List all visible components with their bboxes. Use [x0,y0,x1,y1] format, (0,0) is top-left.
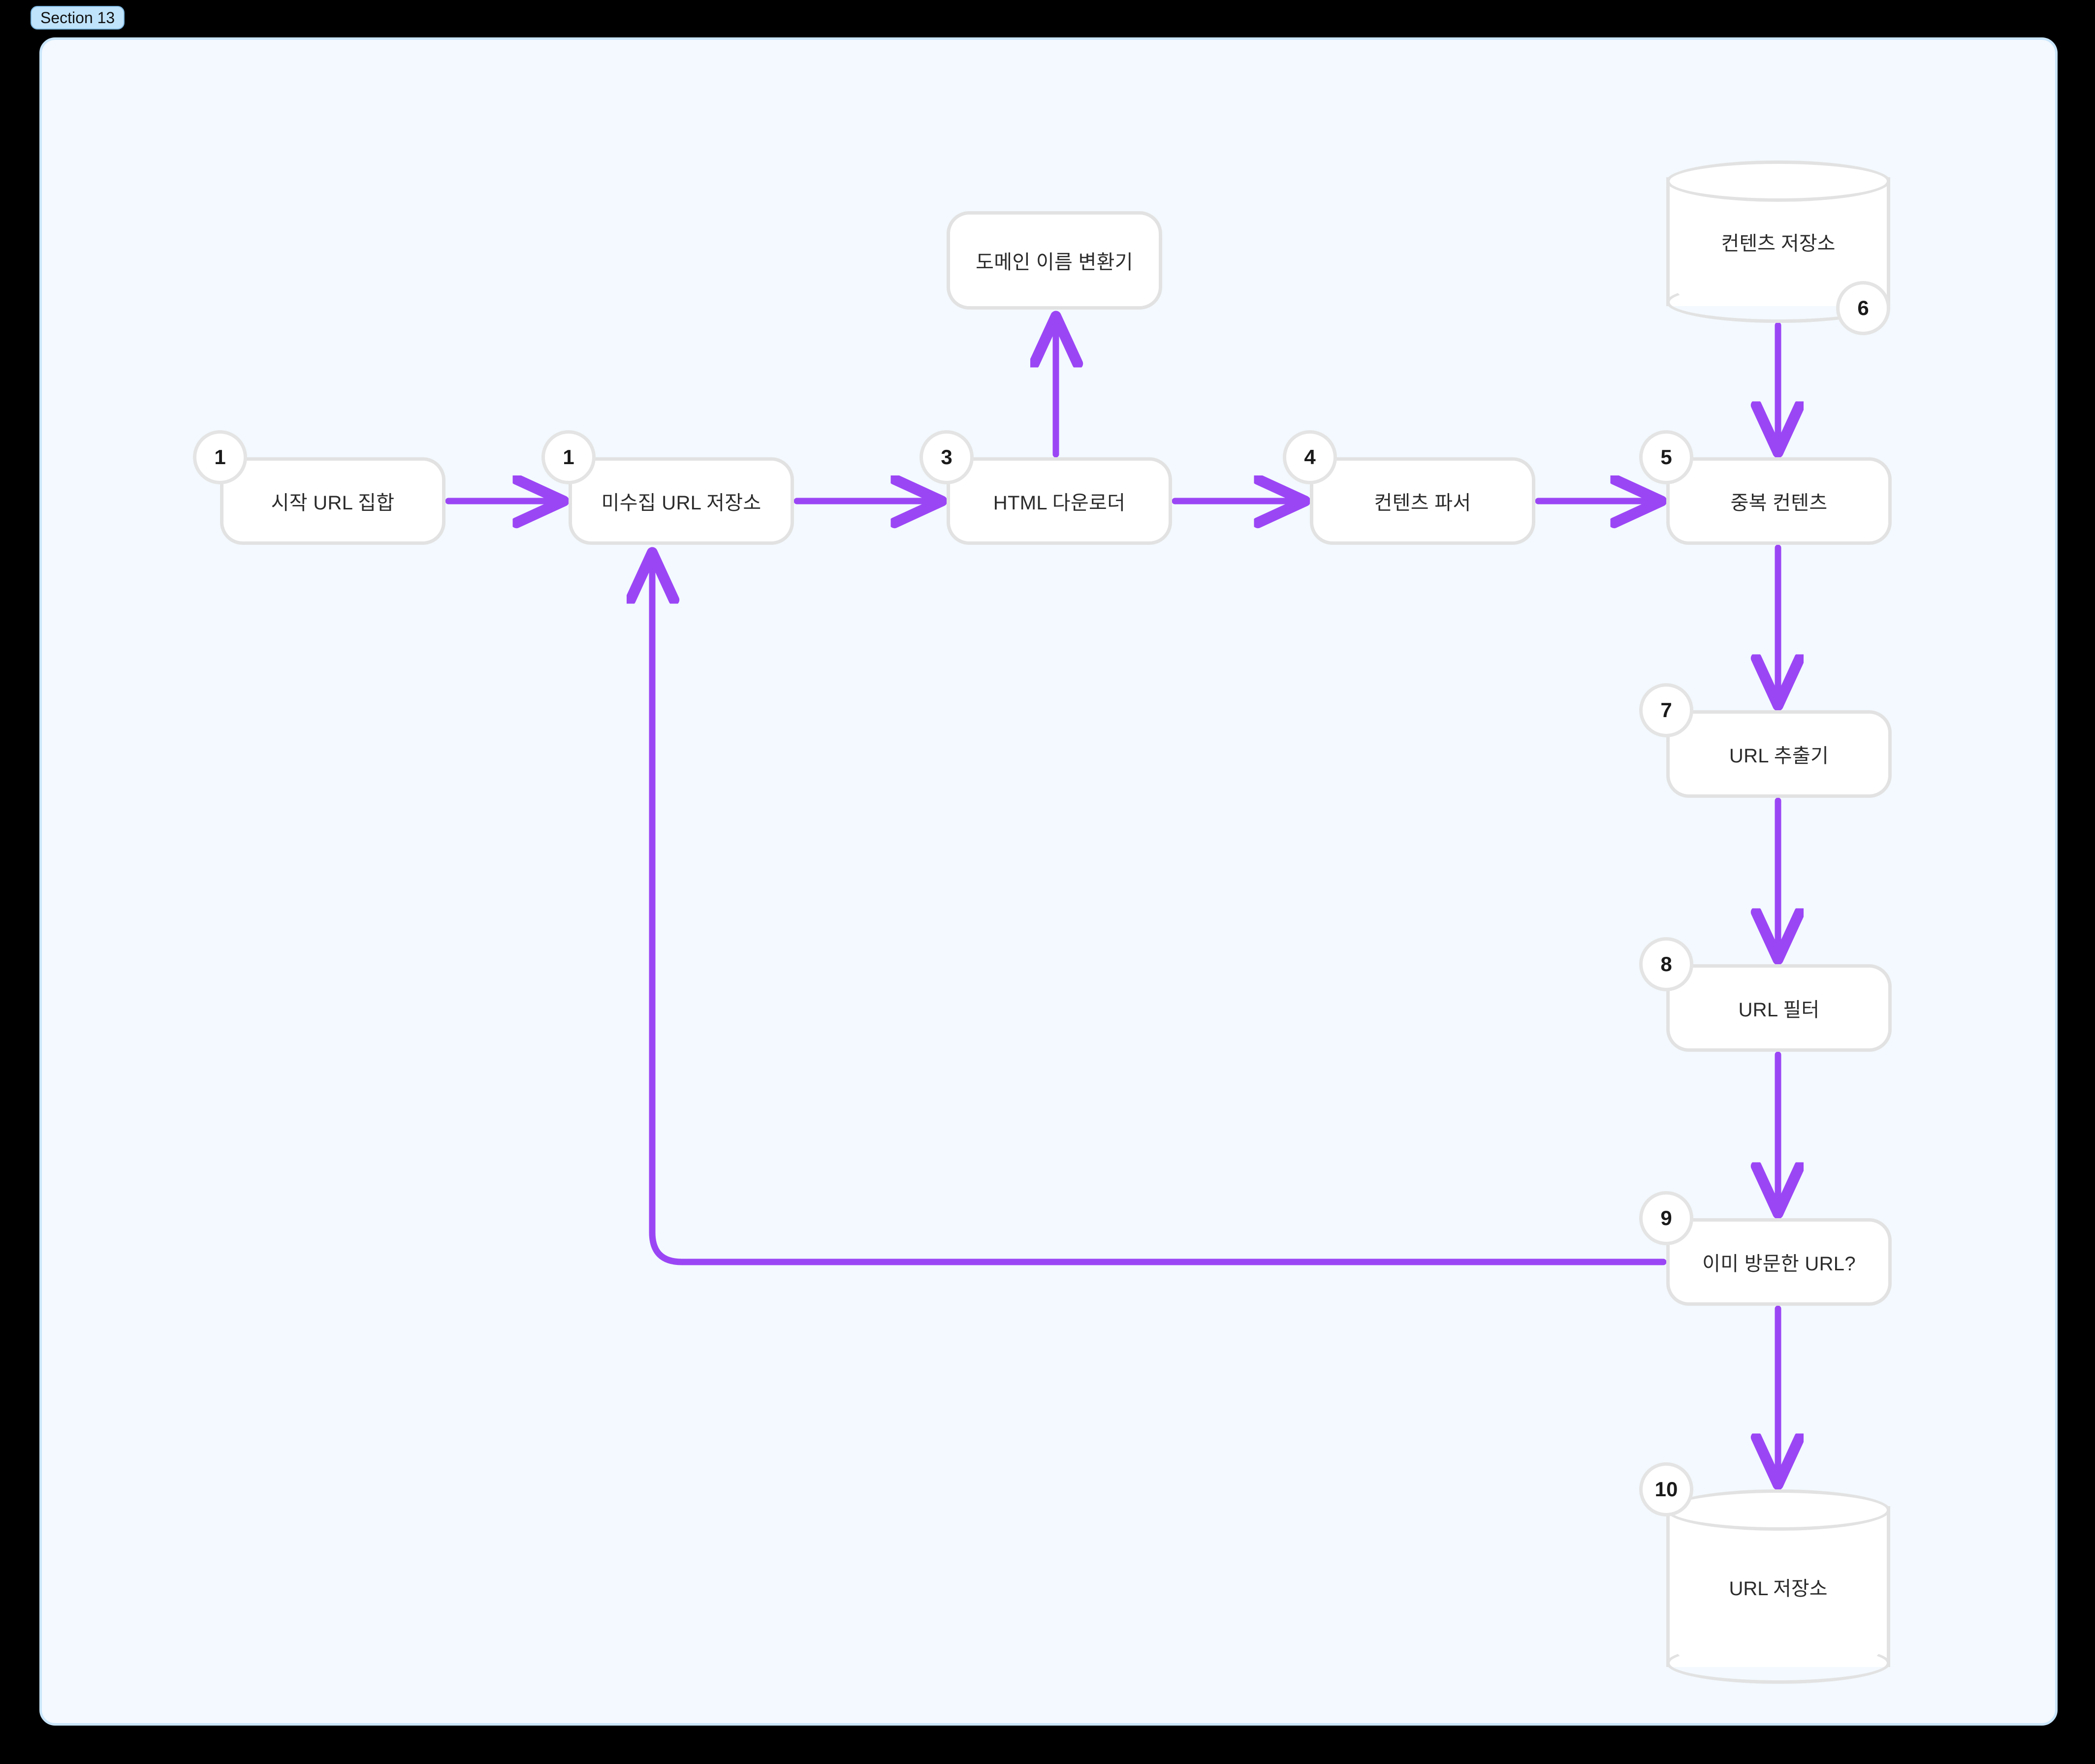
node-label: URL 추출기 [1729,745,1829,767]
node-label: 시작 URL 집합 [271,492,395,514]
node-badge-url-extractor: 7 [1639,683,1693,737]
node-html-downloader[interactable]: HTML 다운로더 [947,457,1172,545]
node-label: 컨텐츠 파서 [1374,492,1471,514]
node-frontier[interactable]: 미수집 URL 저장소 [569,457,794,545]
node-badge-url-store: 10 [1639,1462,1693,1516]
node-badge-url-filter: 8 [1639,937,1693,991]
node-content-parser[interactable]: 컨텐츠 파서 [1310,457,1535,545]
node-label: URL 저장소 [1729,1577,1828,1600]
node-already-visited-url[interactable]: 이미 방문한 URL? [1666,1218,1892,1306]
node-badge-seed: 1 [193,430,247,484]
edge-layer [445,40,2058,1726]
node-badge-frontier: 1 [541,430,596,484]
node-label: 컨텐츠 저장소 [1721,233,1836,254]
node-label: 이미 방문한 URL? [1702,1253,1856,1275]
diagram-canvas[interactable]: 시작 URL 집합 1 미수집 URL 저장소 1 도메인 이름 변환기 HTM… [39,37,2058,1726]
node-label: 중복 컨텐츠 [1730,492,1828,514]
node-badge-already-visited-url: 9 [1639,1191,1693,1245]
node-label: URL 필터 [1738,999,1820,1021]
node-seed[interactable]: 시작 URL 집합 [220,457,445,545]
node-label: 도메인 이름 변환기 [976,252,1133,273]
node-url-filter[interactable]: URL 필터 [1666,964,1892,1052]
cylinder-top-cap [1666,160,1890,202]
cylinder-top-cap [1666,1489,1890,1531]
node-badge-duplicate-content: 5 [1639,430,1693,484]
cylinder-bottom-cap [1666,1642,1890,1684]
cylinder-body [1666,1506,1890,1667]
node-url-store[interactable]: URL 저장소 [1666,1489,1890,1684]
node-badge-html-downloader: 3 [920,430,974,484]
section-badge: Section 13 [31,6,125,30]
edge-visited-to-frontier [652,558,1667,1265]
node-url-extractor[interactable]: URL 추출기 [1666,710,1892,798]
node-duplicate-content[interactable]: 중복 컨텐츠 [1666,457,1892,545]
node-badge-content-store: 6 [1836,281,1890,335]
node-label: HTML 다운로더 [993,492,1126,514]
node-dns[interactable]: 도메인 이름 변환기 [947,211,1162,310]
node-badge-content-parser: 4 [1283,430,1337,484]
node-label: 미수집 URL 저장소 [601,492,762,514]
